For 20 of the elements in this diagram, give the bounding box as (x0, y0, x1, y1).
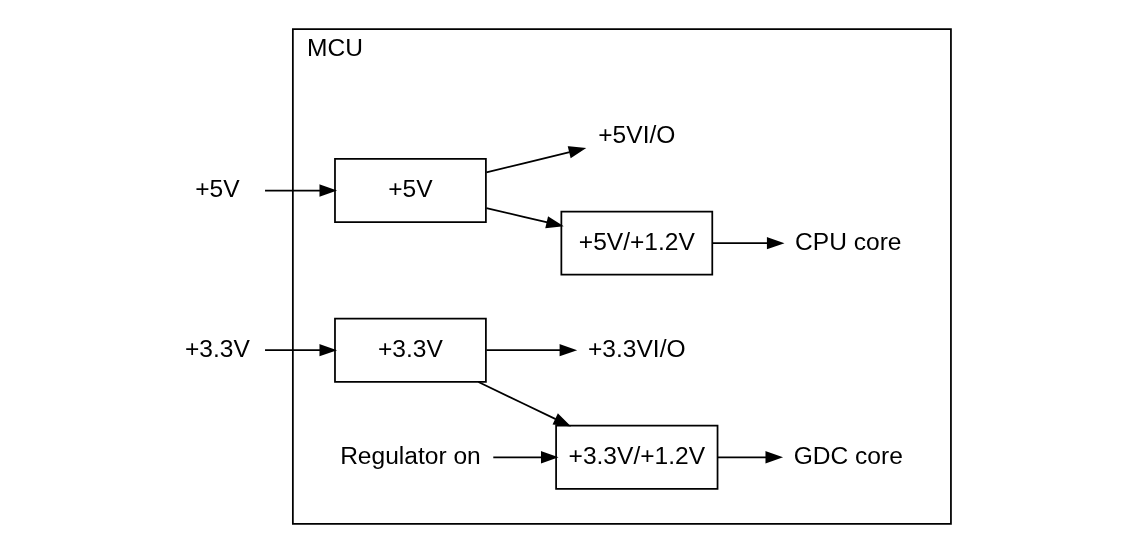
arrow (485, 146, 586, 174)
node-box: +3.3V/+1.2V (554, 424, 718, 490)
arrow (477, 381, 571, 427)
node-text: +5V (194, 175, 240, 202)
arrow (485, 207, 564, 229)
node-text: +5VI/O (597, 120, 675, 148)
arrow (491, 451, 559, 464)
node-text: CPU core (794, 227, 901, 255)
arrow (485, 344, 577, 357)
node-box: +5V/+1.2V (560, 210, 713, 276)
node-text: +3.3V (184, 334, 250, 362)
node-text: +3.3VI/O (587, 334, 686, 362)
arrow (711, 237, 784, 250)
arrow (263, 344, 337, 357)
node-box: +5V (333, 158, 487, 223)
node-text: Regulator on (339, 441, 481, 469)
arrow (263, 184, 337, 197)
arrow (716, 451, 783, 464)
node-text: GDC core (793, 441, 903, 469)
node-box: +3.3V (333, 317, 487, 383)
